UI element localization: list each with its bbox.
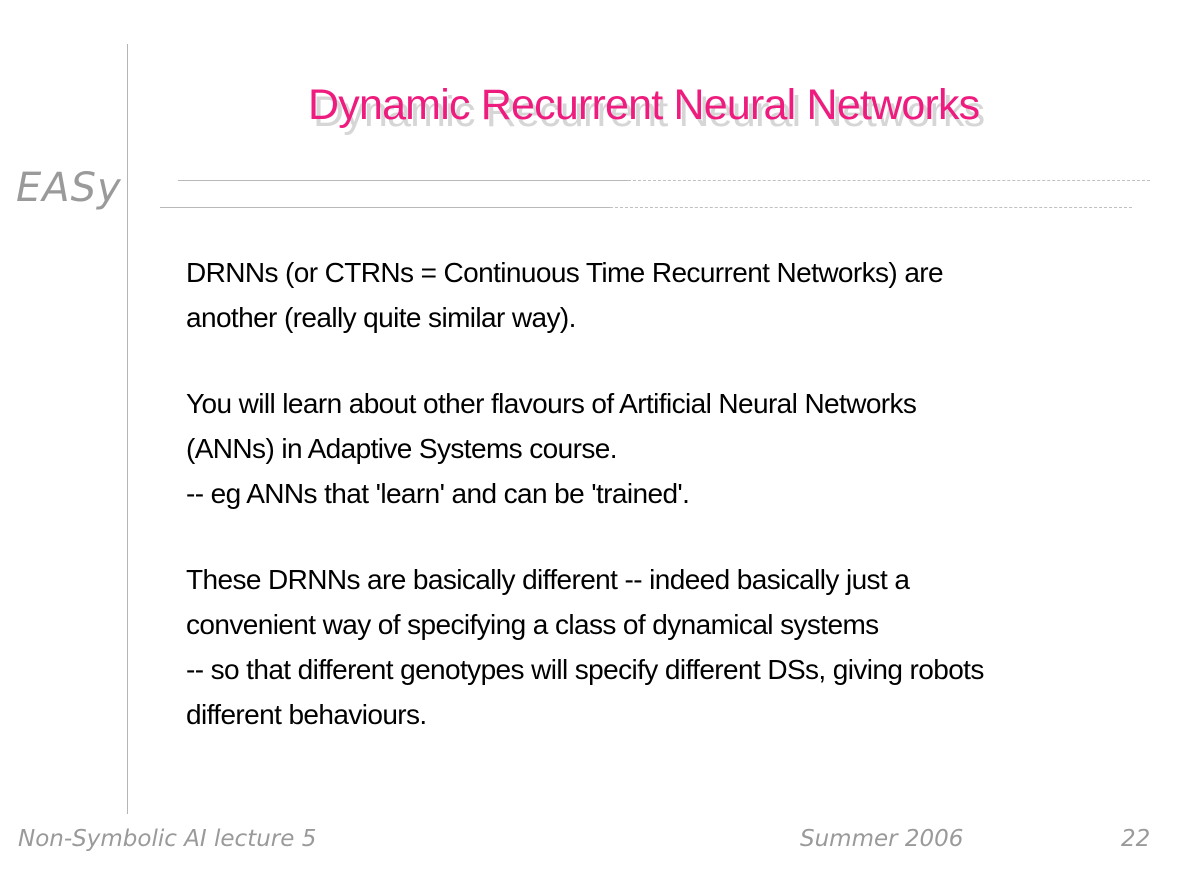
slide-title: Dynamic Recurrent Neural Networks Dynami… [308, 80, 1048, 144]
body-line: These DRNNs are basically different -- i… [186, 564, 910, 595]
body-paragraph-3: These DRNNs are basically different -- i… [186, 557, 1126, 737]
header-rule-bottom-dashed [610, 207, 1132, 208]
body-line: -- eg ANNs that 'learn' and can be 'trai… [186, 478, 690, 509]
body-line: You will learn about other flavours of A… [186, 388, 917, 419]
footer-course: Non-Symbolic AI lecture 5 [18, 826, 317, 852]
body-paragraph-2: You will learn about other flavours of A… [186, 381, 1126, 516]
footer-page-number: 22 [1121, 826, 1151, 852]
header-rule-bottom [160, 207, 610, 208]
body-line: DRNNs (or CTRNs = Continuous Time Recurr… [186, 257, 944, 288]
slide-title-text: Dynamic Recurrent Neural Networks [308, 81, 980, 129]
body-line: -- so that different genotypes will spec… [186, 654, 984, 685]
slide-title-shadow: Dynamic Recurrent Neural Networks [313, 88, 985, 136]
header-rule-top-dashed [628, 180, 1150, 181]
body-line: convenient way of specifying a class of … [186, 609, 879, 640]
body-line: different behaviours. [186, 699, 427, 730]
body-paragraph-1: DRNNs (or CTRNs = Continuous Time Recurr… [186, 250, 1126, 340]
body-line: (ANNs) in Adaptive Systems course. [186, 433, 617, 464]
header-rule-top [178, 180, 628, 181]
footer-date: Summer 2006 [800, 826, 964, 852]
slide-body: DRNNs (or CTRNs = Continuous Time Recurr… [186, 250, 1126, 737]
easy-logo: EASy [16, 165, 122, 211]
vertical-rule [127, 44, 128, 814]
body-line: another (really quite similar way). [186, 302, 576, 333]
